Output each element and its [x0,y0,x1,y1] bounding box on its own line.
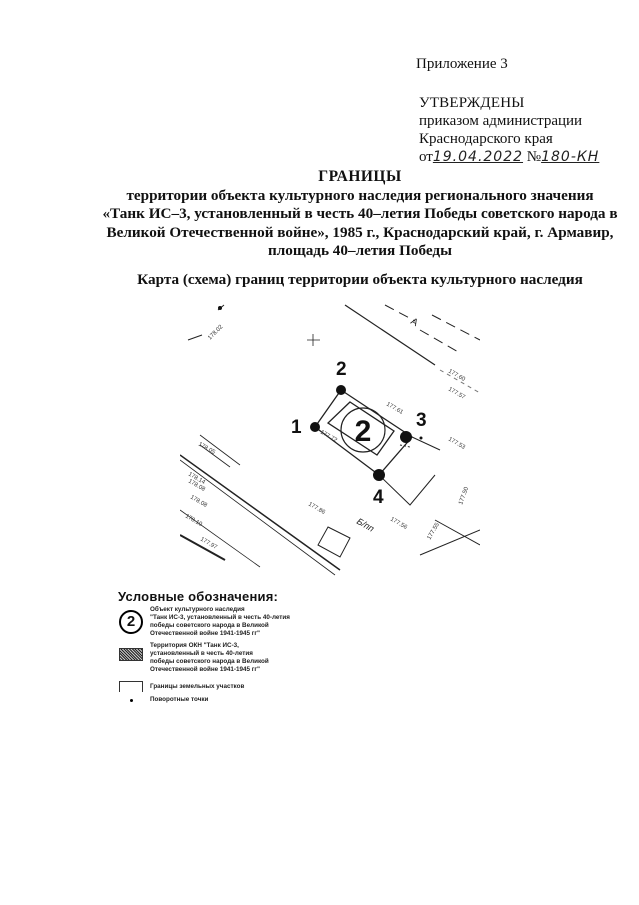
point-label-3: 3 [416,410,427,431]
svg-text:178.08: 178.08 [189,495,208,510]
boundary-map: 178.02 177.60 177.57 177.61 177.72 177.5… [180,304,480,576]
legend-item-text: Территория ОКН "Танк ИС-3, установленный… [150,642,269,673]
region-line: Краснодарского края [419,131,553,147]
map-caption: Карта (схема) границ территории объекта … [137,271,583,288]
svg-text:177.55: 177.55 [427,522,442,541]
svg-text:2: 2 [355,415,372,448]
svg-text:177.61: 177.61 [385,402,404,417]
svg-text:178.05: 178.05 [197,442,216,457]
svg-text:177.97: 177.97 [199,537,218,552]
street-label-b: Б/пп [355,516,376,534]
point-label-2: 2 [336,359,347,380]
map-legend: Условные обозначения: 2 Объект культурно… [118,589,358,704]
svg-text:177.56: 177.56 [389,517,408,532]
number-value: 180-КН [541,149,600,165]
legend-item-text: Поворотные точки [150,696,209,703]
svg-text:177.86: 177.86 [307,502,326,517]
date-number-line: от19.04.2022 №180-КН [419,148,599,166]
legend-item-text: Границы земельных участков [150,683,245,690]
approval-block: УТВЕРЖДЕНЫ приказом администрации Красно… [419,94,599,166]
point-label-1: 1 [291,417,302,438]
appendix-label: Приложение 3 [416,56,508,72]
hatched-area-icon [119,648,143,661]
svg-text:177.53: 177.53 [447,437,466,452]
number-prefix: № [526,149,542,165]
legend-item-object: 2 Объект культурного наследия "Танк ИС-3… [118,606,358,638]
point-label-4: 4 [373,487,384,508]
svg-text:177.50: 177.50 [458,486,470,506]
legend-item-territory: Территория ОКН "Танк ИС-3, установленный… [118,642,358,674]
legend-item-boundaries: Границы земельных участков [118,680,358,692]
legend-item-text: Объект культурного наследия "Танк ИС-3, … [150,606,290,637]
svg-text:177.72: 177.72 [319,430,338,445]
title-line-3: Великой Отечественной войне», 1985 г., К… [106,223,614,241]
document-title: ГРАНИЦЫ территории объекта культурного н… [60,168,639,261]
svg-text:177.57: 177.57 [447,387,466,402]
legend-item-points: Поворотные точки [118,696,358,704]
date-prefix: от [419,149,433,165]
date-value: 19.04.2022 [432,149,524,165]
order-line: приказом администрации [419,113,583,129]
dot-icon [129,699,133,702]
title-line-2: «Танк ИС–3, установленный в честь 40–лет… [102,205,618,222]
approved-heading: УТВЕРЖДЕНЫ [419,95,525,111]
boundary-line-icon [119,681,143,692]
svg-text:178.02: 178.02 [207,324,225,342]
circled-number-icon: 2 [119,610,143,634]
title-heading: ГРАНИЦЫ [318,168,402,185]
title-line-4: площадь 40–летия Победы [268,242,452,259]
svg-text:178.10: 178.10 [184,514,203,529]
legend-title: Условные обозначения: [118,589,279,604]
street-label-a: А [409,316,421,329]
title-line-1: территории объекта культурного наследия … [126,186,594,204]
